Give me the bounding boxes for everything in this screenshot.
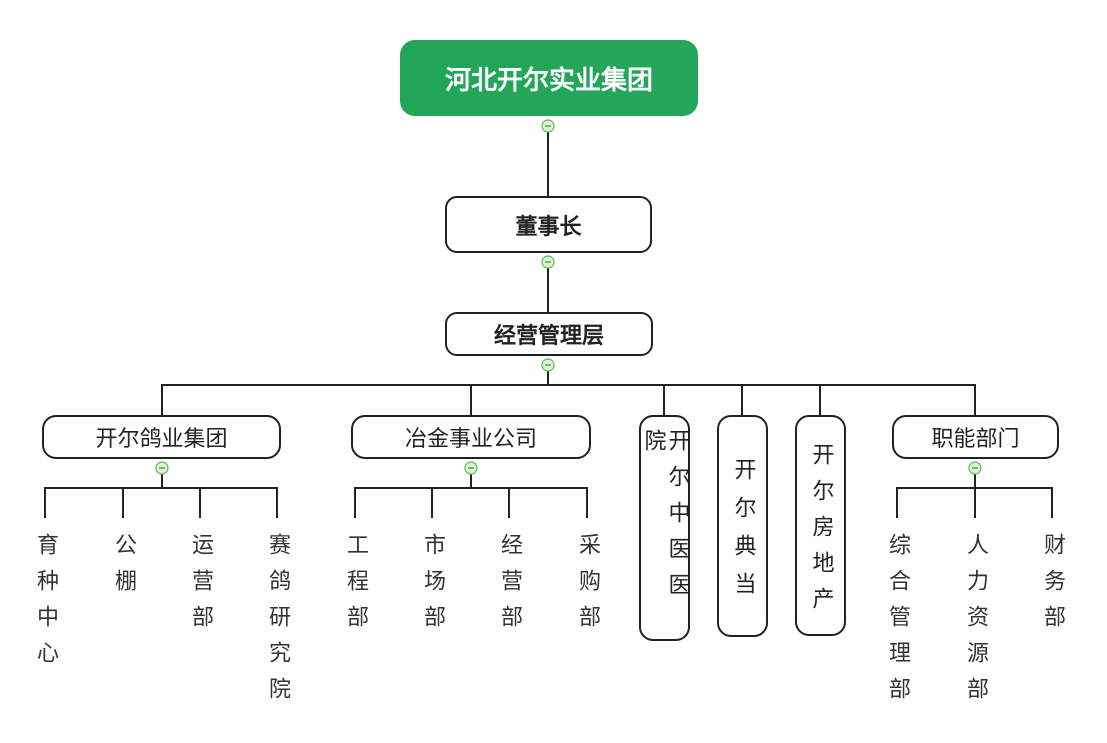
root-node[interactable]: 河北开尔实业集团 <box>400 40 698 116</box>
leaf-node[interactable]: 育种中心 <box>33 533 58 677</box>
division-node-tcm-hospital[interactable]: 开尔中医医院 <box>639 415 690 641</box>
leaf-node[interactable]: 人力资源部 <box>963 533 988 713</box>
collapse-toggle-management[interactable] <box>541 358 555 372</box>
division-node-real-estate[interactable]: 开尔房地产 <box>795 415 846 636</box>
division-node-pigeon-group[interactable]: 开尔鸽业集团 <box>42 415 281 459</box>
collapse-toggle-division-5[interactable] <box>968 461 982 475</box>
division-node-functional-depts[interactable]: 职能部门 <box>892 415 1059 459</box>
leaf-node[interactable]: 经营部 <box>497 533 522 641</box>
division-node-label: 职能部门 <box>931 427 1020 452</box>
division-node-metallurgy[interactable]: 冶金事业公司 <box>351 415 591 459</box>
collapse-toggle-division-1[interactable] <box>464 461 478 475</box>
division-node-label: 开尔鸽业集团 <box>95 427 228 452</box>
management-node-label: 经营管理层 <box>493 324 604 349</box>
collapse-toggle-root[interactable] <box>541 119 555 133</box>
chairman-node[interactable]: 董事长 <box>445 196 652 253</box>
collapse-toggle-chairman[interactable] <box>541 255 555 269</box>
division-node-label: 开尔房地产 <box>808 442 834 623</box>
leaf-node[interactable]: 运营部 <box>188 533 213 641</box>
leaf-node[interactable]: 市场部 <box>420 533 445 641</box>
root-node-label: 河北开尔实业集团 <box>444 65 653 96</box>
management-node[interactable]: 经营管理层 <box>445 312 653 356</box>
division-node-label: 冶金事业公司 <box>404 427 537 452</box>
leaf-node[interactable]: 综合管理部 <box>885 533 910 713</box>
division-node-label: 开尔典当 <box>730 458 756 610</box>
collapse-toggle-division-0[interactable] <box>155 461 169 475</box>
division-node-pawnshop[interactable]: 开尔典当 <box>717 415 768 637</box>
leaf-node[interactable]: 工程部 <box>343 533 368 641</box>
leaf-node[interactable]: 财务部 <box>1040 533 1065 641</box>
division-node-label: 开尔中医医院 <box>640 429 690 609</box>
leaf-node[interactable]: 采购部 <box>575 533 600 641</box>
leaf-node[interactable]: 公棚 <box>111 533 136 605</box>
leaf-node[interactable]: 赛鸽研究院 <box>265 533 290 713</box>
chairman-node-label: 董事长 <box>515 214 582 240</box>
